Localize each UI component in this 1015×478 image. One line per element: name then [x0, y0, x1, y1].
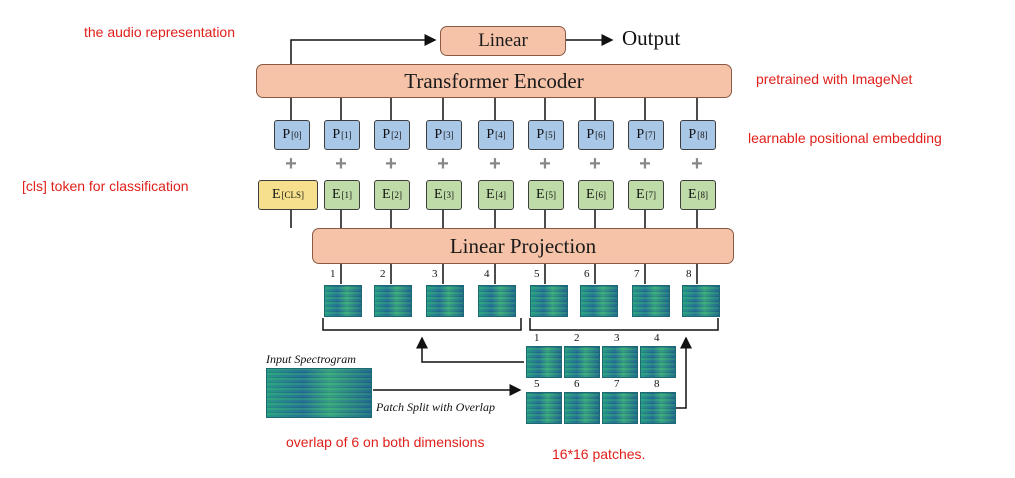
spectrogram-patch — [632, 285, 670, 317]
spectrogram-patch — [530, 285, 568, 317]
spectrogram-patch — [580, 285, 618, 317]
position-token: P[1] — [324, 120, 360, 150]
spectrogram-patch — [564, 346, 600, 378]
patch-number: 4 — [654, 332, 660, 344]
position-token: P[3] — [426, 120, 462, 150]
patch-number: 3 — [614, 332, 620, 344]
patch-number: 6 — [584, 268, 590, 280]
plus-icon: + — [489, 153, 501, 175]
annotation-positional-embedding: learnable positional embedding — [748, 130, 942, 146]
spectrogram-patch — [526, 392, 562, 424]
patch-number: 7 — [634, 268, 640, 280]
embedding-token: E[4] — [478, 180, 514, 210]
spectrogram-patch — [640, 392, 676, 424]
patch-split-label: Patch Split with Overlap — [376, 400, 495, 414]
patch-number: 5 — [534, 268, 540, 280]
annotation-cls-token: [cls] token for classification — [22, 178, 189, 194]
embedding-token: E[8] — [680, 180, 716, 210]
spectrogram-patch — [526, 346, 562, 378]
linear-head-label: Linear — [478, 30, 528, 51]
embedding-token: E[3] — [426, 180, 462, 210]
position-token: P[7] — [628, 120, 664, 150]
annotation-audio-representation: the audio representation — [84, 24, 235, 40]
plus-icon: + — [589, 153, 601, 175]
input-spectrogram-label: Input Spectrogram — [266, 352, 356, 366]
patch-number: 2 — [380, 268, 386, 280]
plus-icon: + — [437, 153, 449, 175]
spectrogram-patch — [324, 285, 362, 317]
embedding-token: E[2] — [374, 180, 410, 210]
spectrogram-patch — [374, 285, 412, 317]
plus-icon: + — [335, 153, 347, 175]
patch-number: 1 — [330, 268, 336, 280]
patch-number: 2 — [574, 332, 580, 344]
transformer-encoder-box: Transformer Encoder — [256, 64, 732, 98]
spectrogram-patch — [640, 346, 676, 378]
spectrogram-patch — [602, 346, 638, 378]
embedding-token: E[7] — [628, 180, 664, 210]
spectrogram-patch — [564, 392, 600, 424]
transformer-encoder-label: Transformer Encoder — [404, 68, 584, 93]
position-token: P[4] — [478, 120, 514, 150]
annotation-patch-size: 16*16 patches. — [552, 446, 646, 462]
embedding-token: E[5] — [528, 180, 564, 210]
position-token: P[0] — [274, 120, 310, 150]
embedding-token: E[1] — [324, 180, 360, 210]
position-token: P[6] — [578, 120, 614, 150]
patch-number: 4 — [484, 268, 490, 280]
patch-number: 7 — [614, 378, 620, 390]
plus-icon: + — [539, 153, 551, 175]
linear-projection-box: Linear Projection — [312, 228, 734, 264]
plus-icon: + — [639, 153, 651, 175]
linear-projection-label: Linear Projection — [449, 233, 597, 258]
input-spectrogram-image — [266, 368, 372, 418]
cls-token: E[CLS] — [258, 180, 318, 210]
patch-number: 6 — [574, 378, 580, 390]
patch-number: 5 — [534, 378, 540, 390]
patch-number: 3 — [432, 268, 438, 280]
patch-number: 8 — [654, 378, 660, 390]
position-token: P[2] — [374, 120, 410, 150]
annotation-overlap: overlap of 6 on both dimensions — [286, 434, 485, 450]
embedding-token: E[6] — [578, 180, 614, 210]
output-label: Output — [622, 26, 681, 50]
position-token: P[8] — [680, 120, 716, 150]
spectrogram-patch — [478, 285, 516, 317]
linear-head-box: Linear — [440, 26, 566, 56]
spectrogram-patch — [602, 392, 638, 424]
spectrogram-patch — [426, 285, 464, 317]
patch-number: 8 — [686, 268, 692, 280]
plus-icon: + — [691, 153, 703, 175]
spectrogram-patch — [682, 285, 720, 317]
plus-icon: + — [385, 153, 397, 175]
position-token: P[5] — [528, 120, 564, 150]
annotation-pretrained: pretrained with ImageNet — [756, 71, 913, 87]
patch-number: 1 — [534, 332, 540, 344]
plus-icon: + — [285, 153, 297, 175]
